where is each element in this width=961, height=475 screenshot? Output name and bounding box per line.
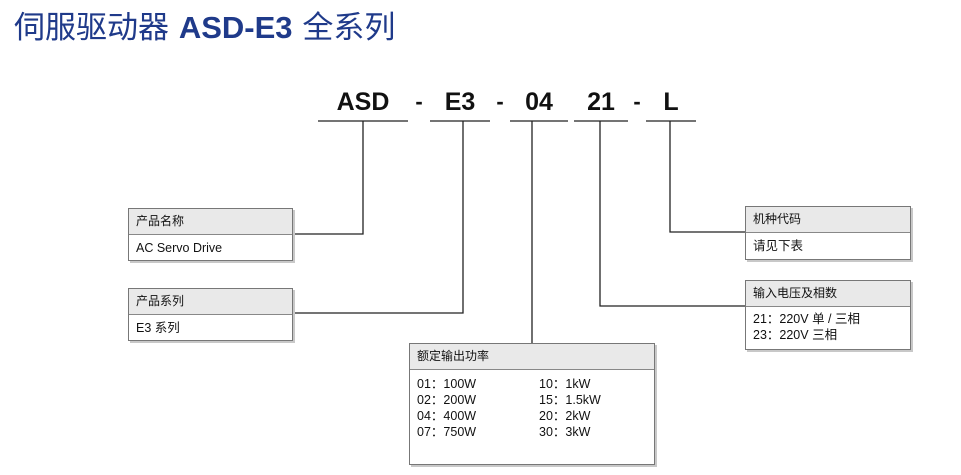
model-code-header: 机种代码 <box>746 207 910 233</box>
rated-power-item: 15：1.5kW <box>539 393 601 407</box>
code-part-asd: ASD <box>336 88 390 116</box>
product-series-box: 产品系列 E3 系列 <box>128 288 293 341</box>
connector-e3 <box>293 121 464 314</box>
input-voltage-box: 输入电压及相数 21：220V 单 / 三相 23：220V 三相 <box>745 280 911 350</box>
product-name-value: AC Servo Drive <box>136 241 223 255</box>
code-separator: - <box>415 89 423 114</box>
rated-power-item: 10：1kW <box>539 377 591 391</box>
rated-power-item: 01：100W <box>417 377 477 391</box>
page-title: 伺服驱动器 ASD-E3 全系列 <box>14 6 395 50</box>
input-voltage-list: 21：220V 单 / 三相 23：220V 三相 <box>746 307 910 343</box>
title-model: ASD-E3 <box>178 10 293 45</box>
connector-asd <box>293 121 364 235</box>
code-part-04: 04 <box>525 88 553 116</box>
rated-power-item: 02：200W <box>417 393 477 407</box>
rated-power-item: 07：750W <box>417 425 477 439</box>
product-series-header: 产品系列 <box>129 289 292 315</box>
model-code-value: 请见下表 <box>753 239 804 253</box>
title-suffix: 全系列 <box>292 10 396 46</box>
rated-power-item: 20：2kW <box>539 409 591 423</box>
product-name-header: 产品名称 <box>129 209 292 235</box>
code-part-e3: E3 <box>444 88 476 116</box>
product-name-box: 产品名称 AC Servo Drive <box>128 208 293 261</box>
code-part-l: L <box>663 88 679 116</box>
input-voltage-line: 21：220V 单 / 三相 <box>753 312 860 326</box>
code-part-21: 21 <box>587 88 615 116</box>
title-prefix: 伺服驱动器 <box>14 10 179 46</box>
product-series-value: E3 系列 <box>136 321 180 335</box>
connector-21 <box>599 121 745 307</box>
rated-power-item: 30：3kW <box>539 425 591 439</box>
connector-l <box>669 121 745 233</box>
input-voltage-header: 输入电压及相数 <box>746 281 910 307</box>
rated-power-box: 额定输出功率 01：100W 10：1kW 02：200W 15：1.5kW 0… <box>409 343 655 465</box>
code-separator: - <box>633 89 641 114</box>
code-separator: - <box>496 89 504 114</box>
rated-power-item: 04：400W <box>417 409 477 423</box>
rated-power-list: 01：100W 10：1kW 02：200W 15：1.5kW 04：400W … <box>410 370 654 440</box>
model-code-box: 机种代码 请见下表 <box>745 206 911 260</box>
input-voltage-line: 23：220V 三相 <box>753 328 838 342</box>
rated-power-header: 额定输出功率 <box>410 344 654 370</box>
